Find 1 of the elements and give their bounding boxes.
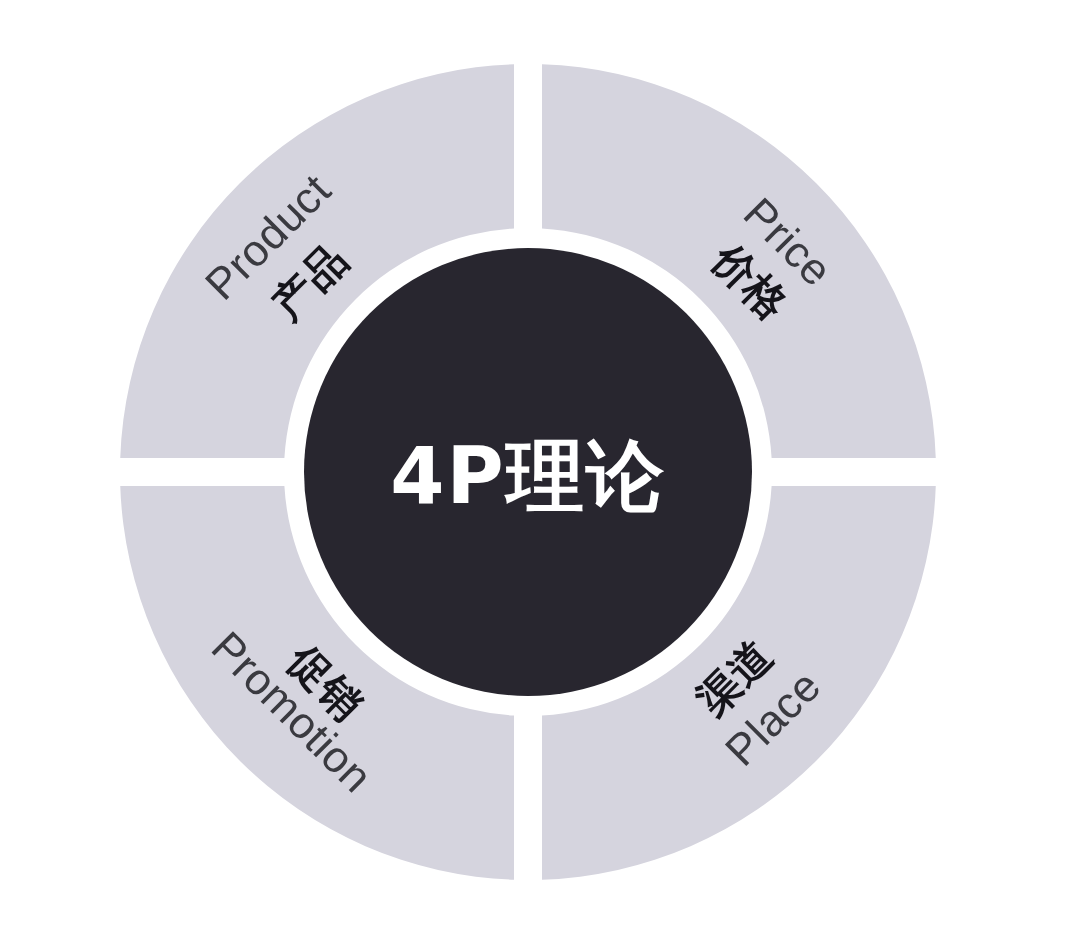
center-title: 4P理论	[390, 437, 666, 515]
